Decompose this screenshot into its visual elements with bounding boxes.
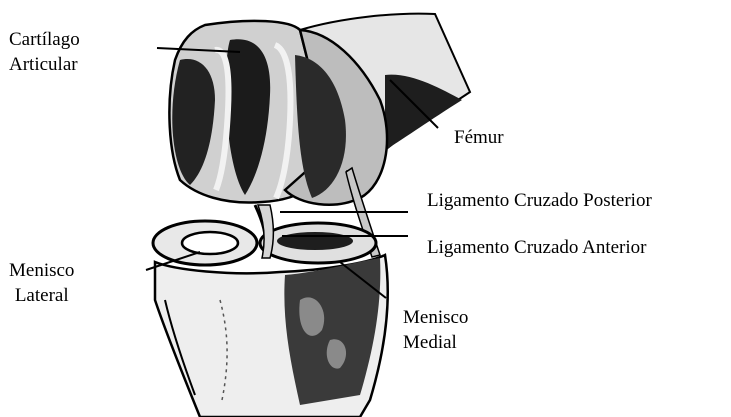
label-femur: Fémur	[454, 125, 504, 150]
label-cartilago-line-2: Articular	[9, 52, 80, 77]
label-cartilago-articular: Cartílago Articular	[9, 27, 80, 77]
label-menisco-lateral: Menisco Lateral	[9, 258, 74, 308]
anterior-cruciate-ligament-fill	[258, 205, 273, 258]
label-ligamento-cruzado-posterior: Ligamento Cruzado Posterior	[427, 188, 652, 213]
label-menisco-lateral-line-1: Menisco	[9, 258, 74, 283]
label-menisco-medial: Menisco Medial	[403, 305, 468, 355]
label-menisco-medial-line-2: Medial	[403, 330, 468, 355]
label-menisco-lateral-line-2: Lateral	[9, 283, 74, 308]
medial-meniscus-inner	[277, 232, 353, 250]
label-ligamento-cruzado-anterior: Ligamento Cruzado Anterior	[427, 235, 647, 260]
label-cartilago-line-1: Cartílago	[9, 27, 80, 52]
label-menisco-medial-line-1: Menisco	[403, 305, 468, 330]
lateral-meniscus-inner	[182, 232, 238, 254]
